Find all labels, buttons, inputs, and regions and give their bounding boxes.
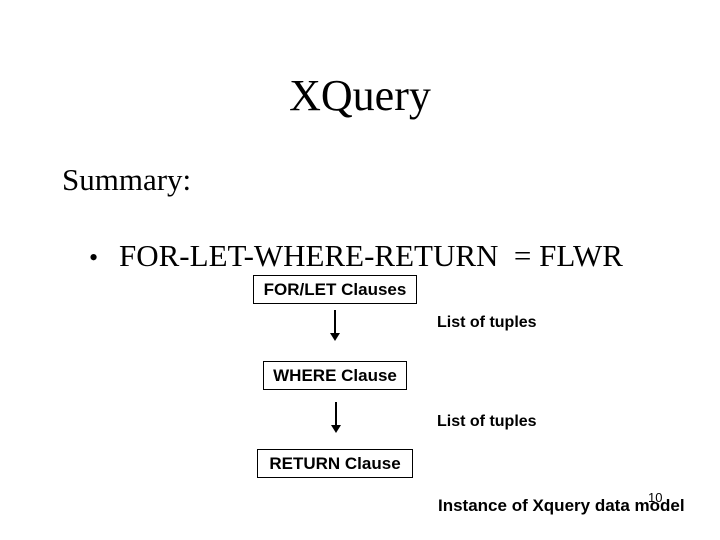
summary-label: Summary:: [62, 162, 192, 197]
bullet-text: FOR-LET-WHERE-RETURN = FLWR: [119, 238, 623, 273]
arrow-label-tuples-2: List of tuples: [437, 413, 537, 430]
bullet-line: • FOR-LET-WHERE-RETURN = FLWR: [58, 209, 623, 302]
down-arrow-icon: [330, 310, 340, 341]
flow-box-forlet-label: FOR/LET Clauses: [263, 280, 407, 299]
flow-box-return-label: RETURN Clause: [269, 454, 401, 473]
arrow-head: [331, 425, 341, 433]
arrow-shaft: [335, 402, 337, 425]
bullet-icon: •: [89, 243, 99, 272]
flow-box-forlet: FOR/LET Clauses: [253, 275, 417, 304]
arrow-label-tuples-1: List of tuples: [437, 314, 537, 331]
output-label: Instance of Xquery data model: [438, 496, 685, 515]
arrow-head: [330, 333, 340, 341]
page-number: 10: [648, 490, 663, 505]
flow-box-return: RETURN Clause: [257, 449, 413, 478]
slide-title: XQuery: [289, 71, 431, 120]
flow-box-where-label: WHERE Clause: [273, 366, 397, 385]
down-arrow-icon: [331, 402, 341, 433]
arrow-shaft: [334, 310, 336, 333]
flow-box-where: WHERE Clause: [263, 361, 407, 390]
